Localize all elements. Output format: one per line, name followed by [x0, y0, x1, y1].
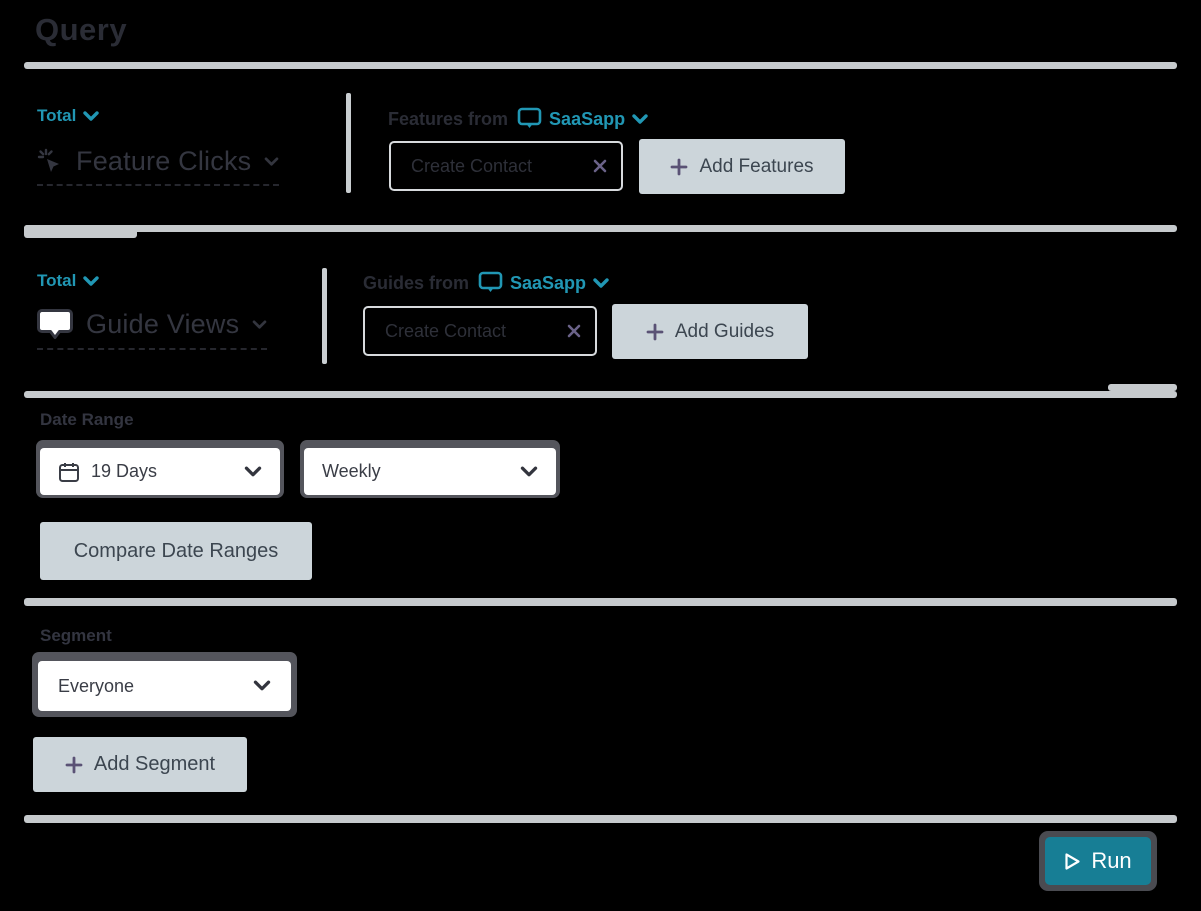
metric2-guide-chip[interactable]: Create Contact	[363, 306, 597, 356]
metric2-app-dropdown[interactable]: SaaSapp	[478, 271, 609, 295]
metric1-aggregation-label: Total	[37, 106, 77, 125]
divider-stub	[1108, 384, 1177, 391]
guide-icon	[37, 308, 73, 341]
divider	[24, 225, 1177, 232]
chevron-down-icon	[264, 156, 279, 167]
divider	[24, 598, 1177, 606]
divider-stub	[24, 225, 137, 238]
chevron-down-icon	[632, 113, 648, 125]
divider	[24, 391, 1177, 398]
metric1-name: Feature Clicks	[76, 146, 252, 176]
metric1-app-dropdown[interactable]: SaaSapp	[517, 107, 648, 131]
divider	[24, 62, 1177, 69]
metric1-source-row: Features from SaaSapp	[388, 107, 648, 131]
segment-value: Everyone	[58, 675, 135, 696]
vertical-divider	[346, 93, 351, 193]
monitor-icon	[517, 107, 542, 131]
add-features-button[interactable]: Add Features	[639, 139, 845, 194]
metric2-source-label: Guides from	[363, 272, 470, 293]
date-range-granularity-value: Weekly	[322, 461, 381, 481]
compare-date-ranges-button[interactable]: Compare Date Ranges	[40, 522, 312, 580]
date-range-label: Date Range	[40, 410, 134, 429]
chevron-down-icon	[252, 319, 267, 330]
calendar-icon	[58, 461, 80, 483]
chevron-down-icon	[83, 110, 100, 122]
metric1-selector[interactable]: Feature Clicks	[37, 146, 280, 186]
plus-icon	[670, 158, 688, 176]
run-button-frame: Run	[1039, 831, 1157, 891]
date-range-duration-value: 19 Days	[91, 461, 158, 481]
segment-label: Segment	[40, 626, 112, 645]
chevron-down-icon	[253, 680, 271, 692]
page-title: Query	[35, 12, 128, 47]
metric2-selector[interactable]: Guide Views	[37, 308, 268, 350]
metric2-source-row: Guides from SaaSapp	[363, 271, 609, 295]
play-icon	[1064, 852, 1081, 871]
cursor-click-icon	[37, 148, 63, 176]
add-guides-button[interactable]: Add Guides	[612, 304, 808, 359]
metric1-aggregation-dropdown[interactable]: Total	[37, 106, 100, 126]
x-icon[interactable]	[567, 324, 581, 338]
chevron-down-icon	[520, 466, 538, 478]
metric1-chip-label: Create Contact	[411, 155, 533, 176]
metric2-chip-label: Create Contact	[385, 320, 507, 341]
add-segment-label: Add Segment	[93, 753, 216, 775]
add-guides-label: Add Guides	[674, 320, 775, 342]
metric2-aggregation-label: Total	[37, 271, 77, 290]
compare-date-ranges-label: Compare Date Ranges	[73, 539, 279, 562]
run-button[interactable]: Run	[1045, 837, 1151, 885]
metric2-app-name: SaaSapp	[510, 272, 587, 293]
metric1-app-name: SaaSapp	[549, 108, 626, 129]
metric2-name: Guide Views	[86, 309, 240, 339]
metric1-feature-chip[interactable]: Create Contact	[389, 141, 623, 191]
segment-select[interactable]: Everyone	[32, 652, 297, 717]
x-icon[interactable]	[593, 159, 607, 173]
chevron-down-icon	[83, 275, 100, 287]
metric1-source-label: Features from	[388, 108, 509, 129]
vertical-divider	[322, 268, 327, 364]
chevron-down-icon	[244, 466, 262, 478]
run-button-label: Run	[1091, 848, 1132, 873]
plus-icon	[646, 323, 664, 341]
monitor-icon	[478, 271, 503, 295]
date-range-granularity-select[interactable]: Weekly	[300, 440, 560, 498]
chevron-down-icon	[593, 277, 609, 289]
add-segment-button[interactable]: Add Segment	[33, 737, 247, 792]
date-range-duration-select[interactable]: 19 Days	[36, 440, 284, 498]
plus-icon	[65, 756, 83, 774]
add-features-label: Add Features	[699, 155, 814, 177]
metric2-aggregation-dropdown[interactable]: Total	[37, 271, 100, 291]
divider	[24, 815, 1177, 823]
